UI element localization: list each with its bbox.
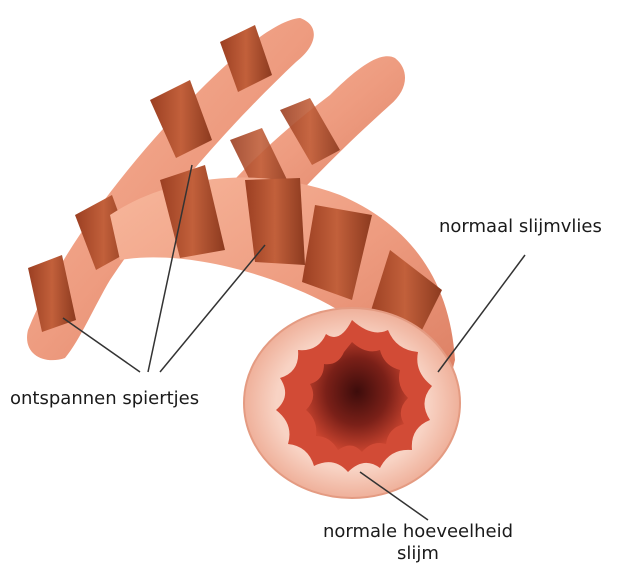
muscle-leader-3 [160,245,265,372]
airway-cross-section [244,308,460,498]
mucosa-leader [438,255,525,372]
label-normal-mucus: normale hoeveelheid slijm [308,521,528,565]
muscle-leader-1 [63,318,140,372]
label-normal-mucosa: normaal slijmvlies [439,216,602,238]
label-normal-mucus-line1: normale hoeveelheid [308,521,528,543]
label-relaxed-muscles: ontspannen spiertjes [10,388,199,410]
label-normal-mucus-line2: slijm [308,543,528,565]
